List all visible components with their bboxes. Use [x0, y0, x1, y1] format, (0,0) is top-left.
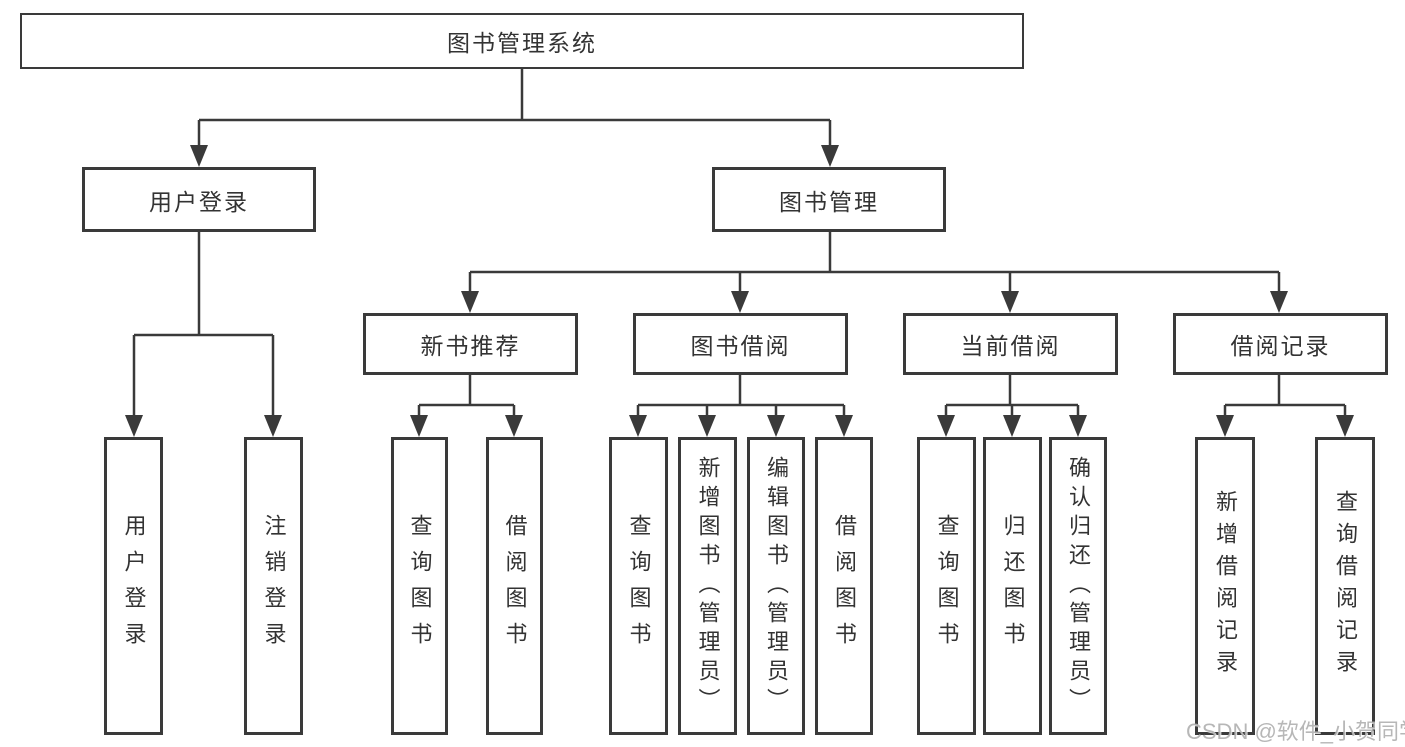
leaf-label: 注销登录 [261, 514, 287, 658]
leaf-query-borrow-record: 查询借阅记录 [1315, 437, 1375, 735]
leaf-user-login: 用户登录 [104, 437, 163, 735]
leaf-label: 借阅图书 [832, 514, 857, 658]
leaf-borrow-books: 借阅图书 [815, 437, 873, 735]
leaf-label: 查询图书 [626, 514, 652, 658]
leaf-confirm-return-admin: 确认归还（管理员） [1049, 437, 1107, 735]
leaf-query-books-current: 查询图书 [917, 437, 976, 735]
node-label: 图书借阅 [690, 333, 791, 359]
leaf-label: 查询图书 [407, 514, 433, 658]
leaf-label: 借阅图书 [502, 514, 528, 658]
node-borrowing-records: 借阅记录 [1173, 313, 1388, 375]
node-new-book-recommend: 新书推荐 [363, 313, 578, 375]
node-label: 用户登录 [149, 188, 249, 215]
node-book-management: 图书管理 [712, 167, 946, 232]
node-label: 新书推荐 [420, 333, 521, 359]
leaf-label: 查询图书 [934, 514, 960, 658]
leaf-borrow-books-recommend: 借阅图书 [486, 437, 543, 735]
node-label: 图书管理系统 [447, 30, 597, 56]
leaf-query-books-borrowing: 查询图书 [609, 437, 668, 735]
leaf-label: 查询借阅记录 [1333, 490, 1358, 682]
node-book-borrowing: 图书借阅 [633, 313, 848, 375]
node-user-login: 用户登录 [82, 167, 316, 232]
leaf-edit-book-admin: 编辑图书（管理员） [747, 437, 805, 735]
node-current-borrowing: 当前借阅 [903, 313, 1118, 375]
csdn-watermark: CSDN @软件_小贺同学 [1186, 719, 1405, 744]
leaf-label: 归还图书 [1000, 514, 1026, 658]
leaf-add-borrow-record: 新增借阅记录 [1195, 437, 1255, 735]
node-label: 图书管理 [779, 188, 879, 215]
leaf-logout: 注销登录 [244, 437, 303, 735]
leaf-add-book-admin: 新增图书（管理员） [678, 437, 737, 735]
leaf-label: 新增图书（管理员） [695, 455, 721, 717]
leaf-query-books-recommend: 查询图书 [391, 437, 448, 735]
leaf-label: 编辑图书（管理员） [764, 455, 789, 717]
node-label: 借阅记录 [1230, 333, 1331, 359]
leaf-label: 确认归还（管理员） [1066, 455, 1091, 717]
leaf-return-book: 归还图书 [983, 437, 1042, 735]
leaf-label: 新增借阅记录 [1213, 490, 1238, 682]
node-label: 当前借阅 [960, 333, 1061, 359]
node-library-management-system: 图书管理系统 [20, 13, 1024, 69]
leaf-label: 用户登录 [121, 514, 147, 658]
